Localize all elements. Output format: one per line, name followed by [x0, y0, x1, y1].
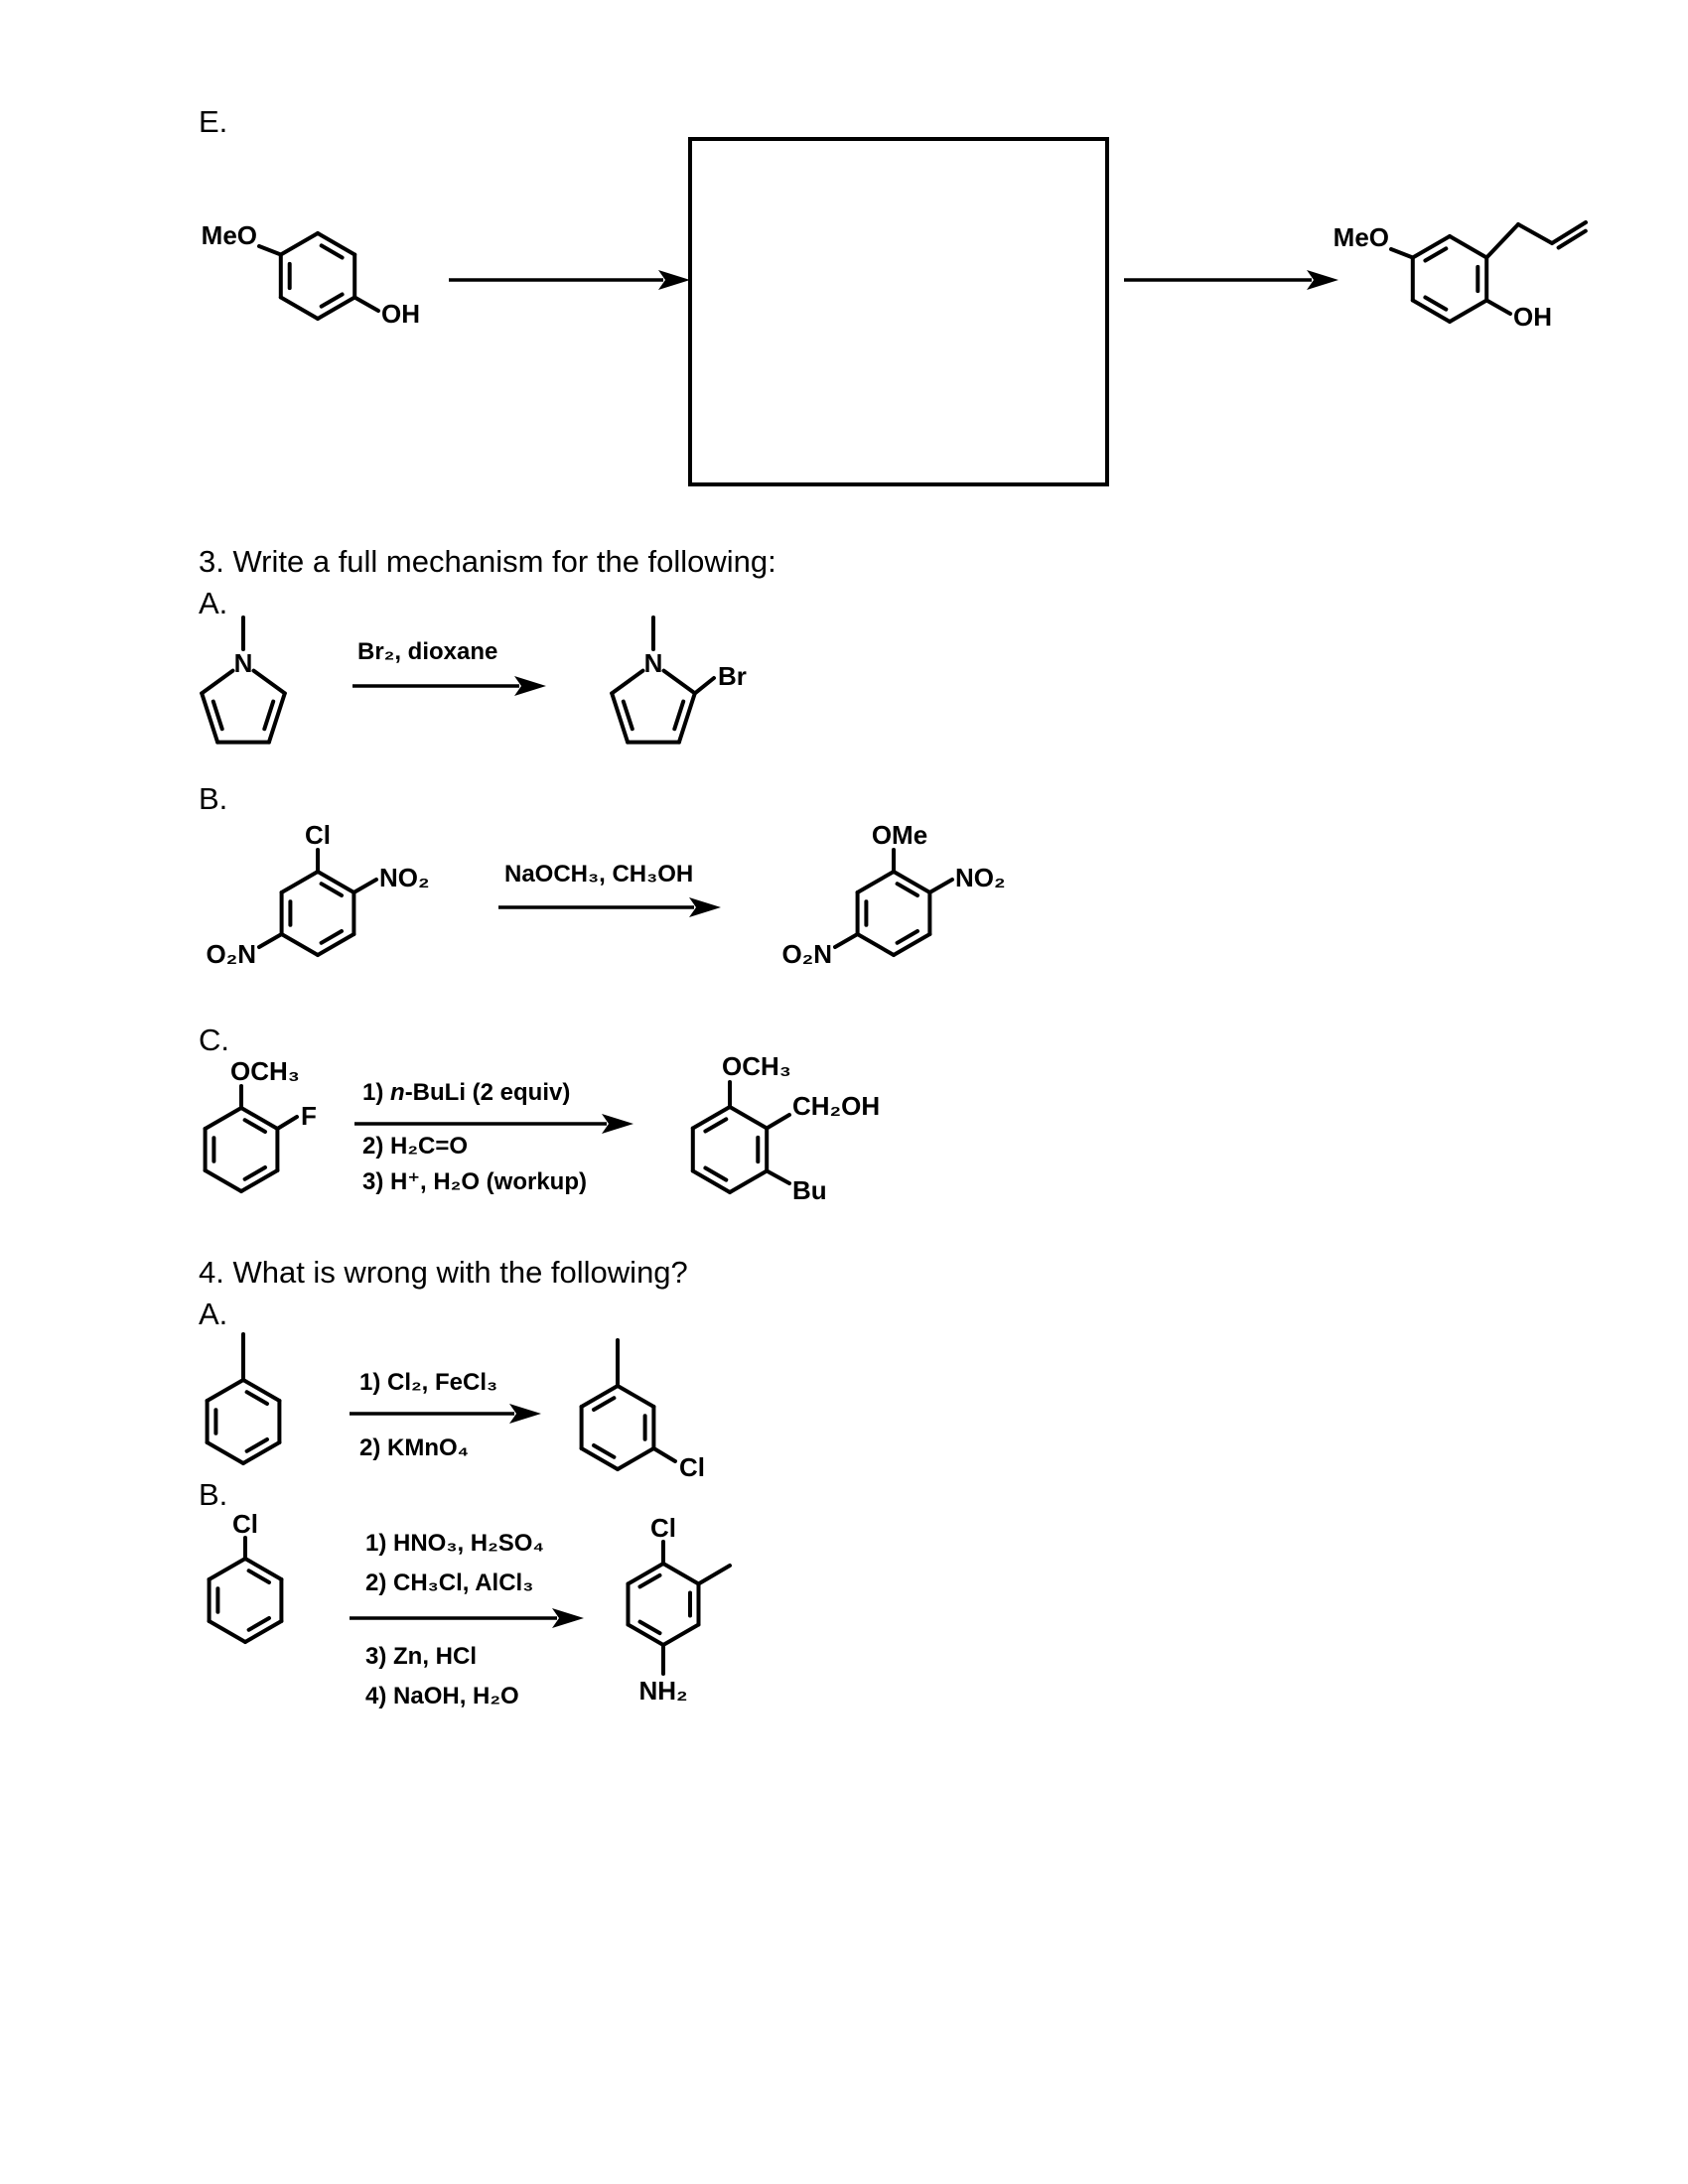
- methoxy-label: OCH₃: [722, 1051, 791, 1081]
- question-4b-label: B.: [199, 1477, 227, 1512]
- bromo-label: Br: [718, 661, 747, 691]
- q3c-product-bonds: [728, 1080, 791, 1185]
- e-product-structure: MeO OH: [1334, 220, 1588, 332]
- methoxy-label: MeO: [202, 220, 257, 250]
- chloro-label: Cl: [679, 1452, 705, 1482]
- q3a-reagent: Br₂, dioxane: [357, 638, 497, 665]
- nitro-label: O₂N: [206, 939, 256, 969]
- step1-suffix: -BuLi (2 equiv): [405, 1079, 571, 1106]
- amino-label: NH₂: [638, 1676, 687, 1706]
- benzene-ring: [205, 1378, 282, 1465]
- e-reactant-bonds: [257, 244, 380, 313]
- step1-prefix: 1): [362, 1079, 390, 1106]
- reaction-arrow: [1124, 270, 1338, 290]
- q4b-step3: 3) Zn, HCl: [365, 1643, 477, 1670]
- q3c-step3: 3) H⁺, H₂O (workup): [362, 1168, 587, 1195]
- question-3b-label: B.: [199, 781, 227, 816]
- nitro-label: NO₂: [955, 863, 1006, 892]
- q4a-product-structure: Cl: [579, 1338, 705, 1482]
- benzene-ring: [203, 1106, 280, 1193]
- q4a-product-bonds: [616, 1338, 677, 1463]
- reaction-arrow: [350, 1404, 541, 1424]
- benzene-ring: [207, 1557, 284, 1644]
- butyl-label: Bu: [792, 1175, 827, 1205]
- e-product-bonds: [1389, 220, 1588, 316]
- pyrrole-ring: [200, 615, 287, 745]
- step1-nbuli-n: n: [390, 1079, 405, 1106]
- methoxy-label: OCH₃: [230, 1056, 300, 1086]
- question-3c-label: C.: [199, 1023, 229, 1057]
- hydroxyl-label: OH: [381, 299, 420, 329]
- q4b-step1: 1) HNO₃, H₂SO₄: [365, 1530, 544, 1557]
- question-4a-label: A.: [199, 1297, 227, 1331]
- q3a-reactant-structure: N: [200, 615, 287, 745]
- q4b-product-structure: Cl NH₂: [626, 1513, 732, 1706]
- q4b-reactant-structure: Cl: [207, 1509, 284, 1644]
- q3a-product-structure: N Br: [610, 615, 747, 745]
- q3b-reagent: NaOCH₃, CH₃OH: [504, 861, 693, 887]
- benzene-ring: [690, 1105, 770, 1194]
- question-3a-label: A.: [199, 586, 227, 620]
- q3c-product-structure: OCH₃ CH₂OH Bu: [690, 1051, 880, 1205]
- hydroxyl-label: OH: [1513, 302, 1552, 332]
- q3b-reactant-bonds: [257, 848, 378, 949]
- q4a-step2: 2) KMnO₄: [359, 1434, 469, 1461]
- q3b-product-bonds: [833, 848, 954, 949]
- q3c-reactant-bonds: [239, 1084, 299, 1131]
- benzene-ring: [1410, 234, 1489, 324]
- methoxy-label: MeO: [1334, 222, 1389, 252]
- benzene-ring: [579, 1384, 656, 1471]
- benzene-ring: [626, 1562, 701, 1647]
- nitro-label: NO₂: [379, 863, 430, 892]
- nitro-label: O₂N: [781, 939, 832, 969]
- q4b-step4: 4) NaOH, H₂O: [365, 1683, 519, 1709]
- q4a-step1: 1) Cl₂, FeCl₃: [359, 1369, 497, 1396]
- section-e-label: E.: [199, 104, 227, 139]
- benzene-ring: [278, 231, 357, 321]
- hydroxymethyl-label: CH₂OH: [792, 1091, 880, 1121]
- q3b-product-structure: OMe NO₂ O₂N: [781, 820, 1005, 969]
- reaction-arrow: [449, 270, 690, 290]
- chloro-label: Cl: [305, 820, 331, 850]
- answer-box[interactable]: [688, 137, 1109, 486]
- chloro-label: Cl: [232, 1509, 258, 1539]
- nitrogen-label: N: [644, 648, 663, 678]
- q3b-reactant-structure: Cl NO₂ O₂N: [206, 820, 429, 969]
- reaction-arrow: [354, 1114, 633, 1134]
- question-3-title: 3. Write a full mechanism for the follow…: [199, 544, 776, 579]
- chloro-label: Cl: [650, 1513, 676, 1543]
- reaction-arrow: [498, 897, 721, 917]
- q3c-step1: 1) n-BuLi (2 equiv): [362, 1079, 570, 1106]
- pyrrole-ring: [610, 615, 716, 745]
- q3c-step2: 2) H₂C=O: [362, 1133, 468, 1160]
- fluoro-label: F: [301, 1101, 317, 1131]
- nitrogen-label: N: [234, 648, 253, 678]
- e-reactant-structure: MeO OH: [202, 220, 420, 329]
- question-4-title: 4. What is wrong with the following?: [199, 1255, 688, 1290]
- benzene-ring: [279, 870, 356, 957]
- benzene-ring: [855, 870, 932, 957]
- q3c-reactant-structure: OCH₃ F: [203, 1056, 317, 1193]
- reaction-arrow: [352, 676, 546, 696]
- methoxy-label: OMe: [872, 820, 927, 850]
- q4a-reactant-structure: [205, 1332, 282, 1465]
- q4b-product-bonds: [661, 1540, 732, 1676]
- reaction-arrow: [350, 1608, 584, 1628]
- q4b-step2: 2) CH₃Cl, AlCl₃: [365, 1570, 533, 1596]
